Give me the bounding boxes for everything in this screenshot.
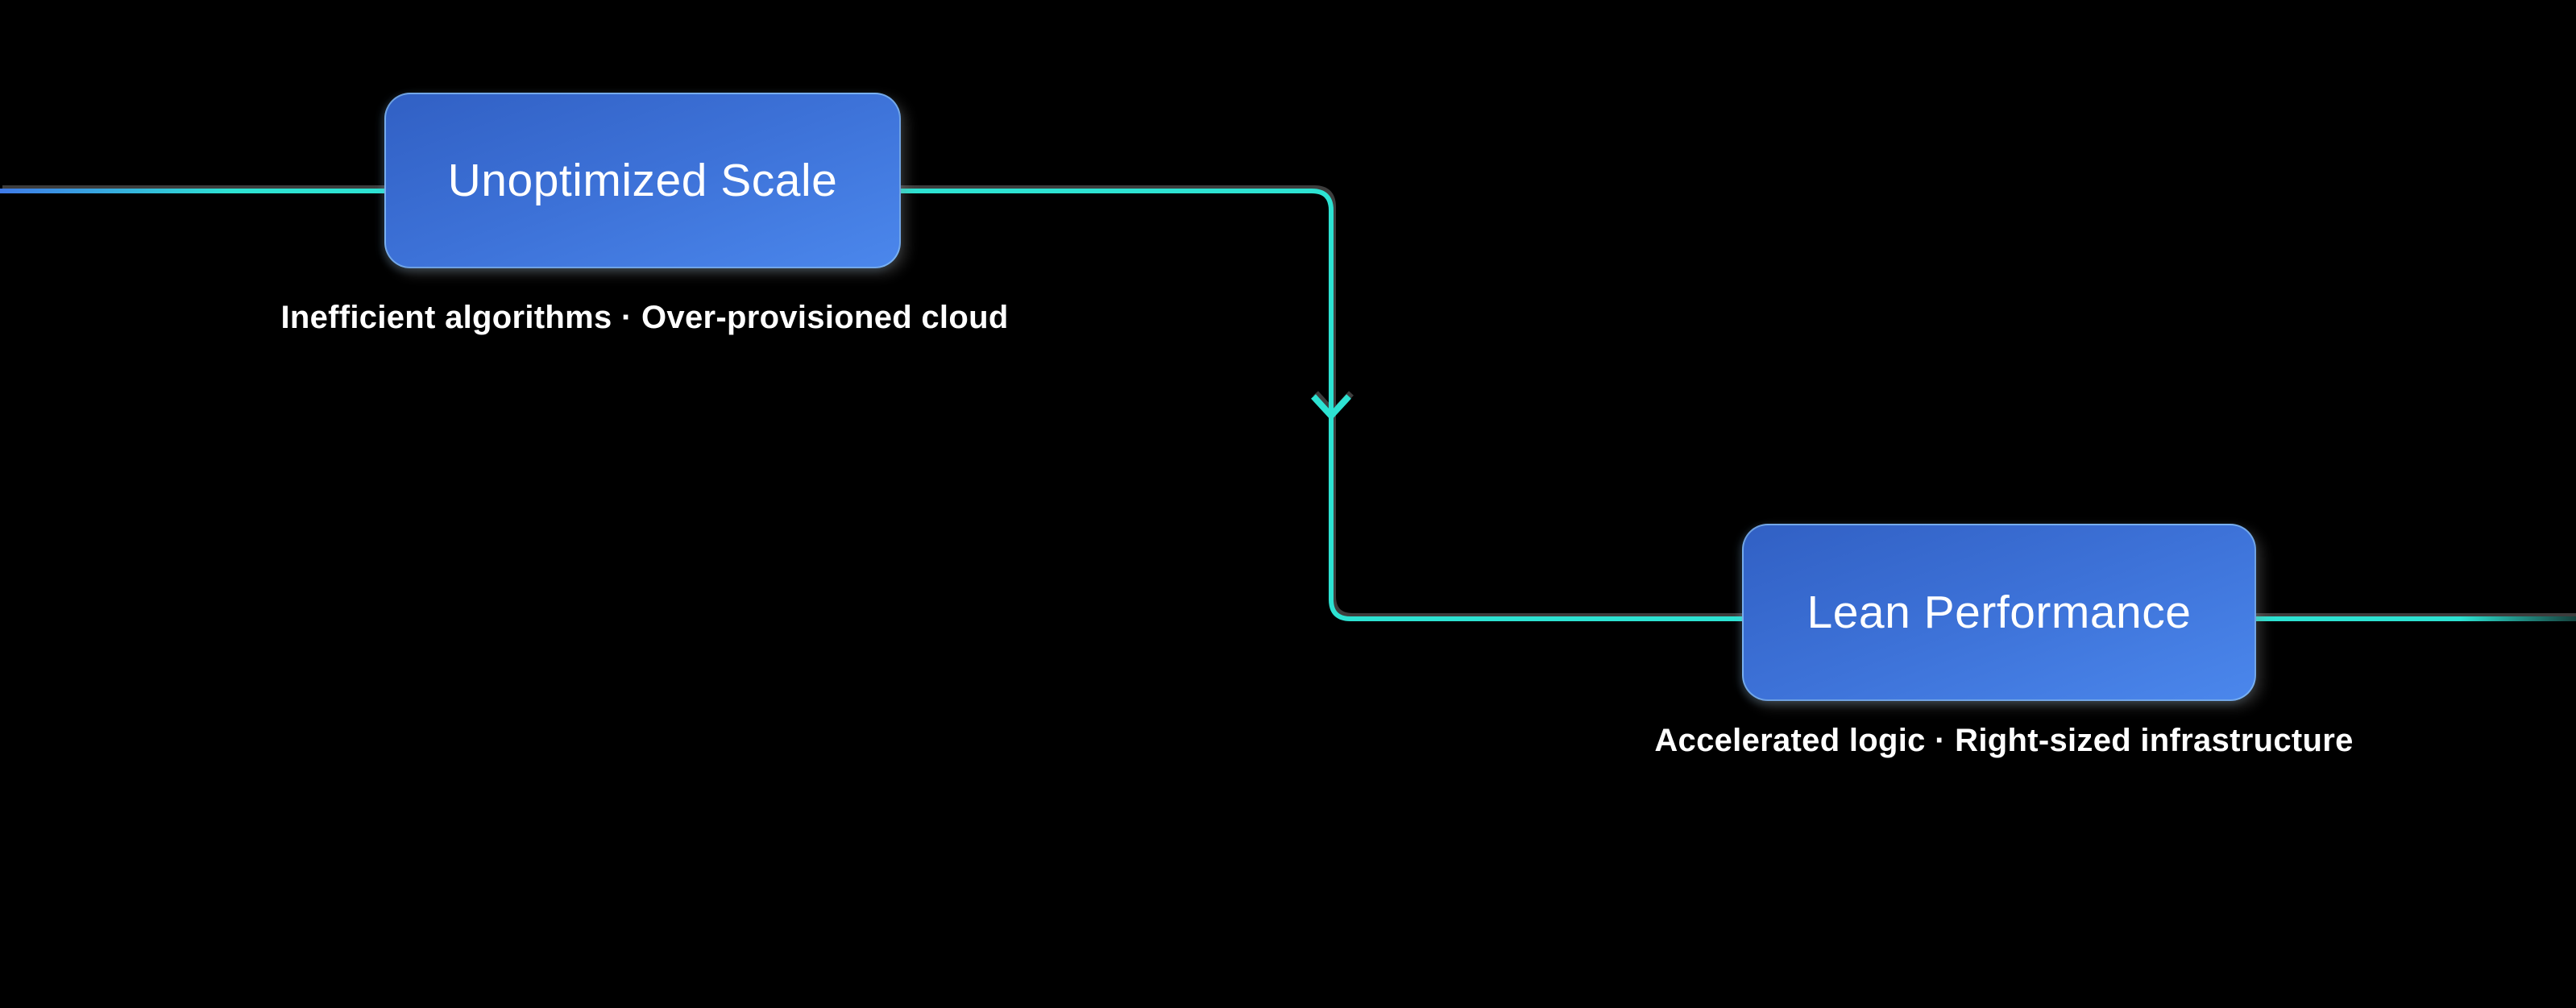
edge-path <box>0 189 2576 621</box>
node-unoptimized-scale[interactable]: Unoptimized Scale <box>384 93 901 268</box>
node-unoptimized-scale-subtitle: Inefficient algorithms · Over-provisione… <box>280 300 1009 335</box>
node-lean-performance[interactable]: Lean Performance <box>1742 524 2256 701</box>
node-unoptimized-scale-label: Unoptimized Scale <box>447 155 838 206</box>
node-lean-performance-label: Lean Performance <box>1807 587 2192 638</box>
node-lean-performance-subtitle: Accelerated logic · Right-sized infrastr… <box>1654 723 2354 758</box>
arrowhead-down-icon <box>1311 394 1351 421</box>
